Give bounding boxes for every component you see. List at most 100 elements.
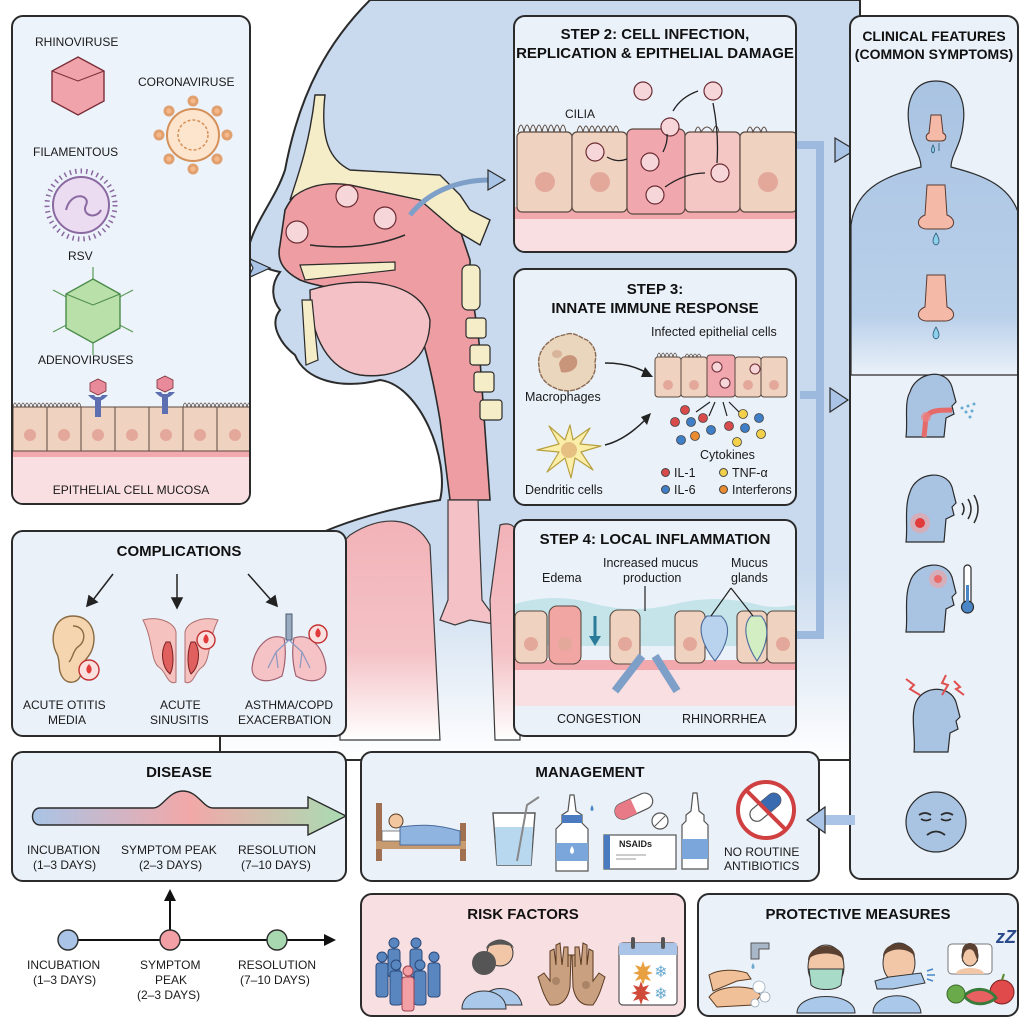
step3-title-line1: STEP 3:: [626, 281, 684, 298]
viruses-panel: RHINOVIRUSE CORONAVIRUSE FILAMENTOUS RSV…: [11, 15, 251, 505]
macrophages-label: Macrophages: [525, 390, 601, 404]
step3-panel: STEP 3: INNATE IMMUNE RESPONSE Infected …: [513, 268, 797, 506]
rsv-label: RSV: [68, 249, 93, 263]
cell-infection-illustration: [515, 81, 795, 251]
sinusitis-label-1: ACUTE: [160, 698, 201, 712]
sleep-nutrition-icon: [946, 943, 1015, 1006]
timeline-peak-line3: (2–3 DAYS): [137, 988, 201, 1002]
risk-factors-title: RISK FACTORS: [467, 906, 579, 923]
il1-dot-icon: [661, 468, 670, 477]
step4-title: STEP 4: LOCAL INFLAMMATION: [539, 531, 771, 548]
rhinorrhea-label: RHINORRHEA: [682, 712, 767, 726]
interferons-dot-icon: [719, 485, 728, 494]
sore-throat-cough-icon: [905, 373, 976, 438]
dendritic-cell-icon: [536, 424, 602, 479]
fluids-glass-icon: [492, 796, 540, 866]
timeline-peak-line2: PEAK: [155, 973, 188, 987]
no-antibiotics-label-2: ANTIBIOTICS: [724, 859, 800, 873]
trachea: [439, 499, 502, 626]
sinusitis-label-2: SINUSITIS: [150, 713, 209, 727]
legend-item-interferons: Interferons: [719, 483, 792, 497]
seasonal-calendar-icon: ❄ ❄: [618, 937, 678, 1006]
step2-title-line1: STEP 2: CELL INFECTION,: [560, 26, 750, 43]
handwashing-icon: [708, 942, 771, 1008]
dendritic-cells-label: Dendritic cells: [525, 483, 603, 497]
lungs-asthma-icon: [251, 613, 328, 682]
timeline-incubation-line1: INCUBATION: [27, 958, 101, 972]
il6-dot-icon: [661, 485, 670, 494]
timeline-point-resolution: [266, 929, 288, 951]
rhinovirus-label: RHINOVIRUSE: [35, 35, 119, 49]
step3-title-line2: INNATE IMMUNE RESPONSE: [551, 300, 759, 317]
nose-to-step2-arrowhead: [487, 168, 507, 192]
crowds-icon: [375, 937, 441, 1012]
timeline-illustration: [57, 889, 336, 951]
face-mask-icon: [796, 944, 856, 1014]
disease-panel: DISEASE INCUBATION (1–3 DAYS) SYMPTOM PE…: [11, 751, 347, 882]
timeline-point-peak: [159, 929, 181, 951]
complications-title: COMPLICATIONS: [116, 543, 242, 560]
legend-item-il1: IL-1: [661, 466, 696, 480]
adenovirus-icon: [52, 267, 134, 355]
sinusitis-icon: [142, 618, 219, 684]
mucus-production-label-2: production: [623, 571, 682, 585]
disease-title: DISEASE: [146, 764, 212, 781]
fever-icon: [905, 564, 975, 633]
cervical-vertebrae: [461, 264, 503, 421]
risk-factors-panel: RISK FACTORS ❄ ❄: [360, 893, 686, 1017]
connector-arrowhead-mid: [829, 386, 850, 414]
congestion-label: CONGESTION: [557, 712, 642, 726]
connector-arrowhead-top: [834, 136, 857, 164]
timeline-point-incubation: [57, 929, 79, 951]
cytokines-label: Cytokines: [700, 448, 755, 462]
body-silhouette-icon: [851, 80, 1017, 376]
mucus-glands-label-1: Mucus: [731, 556, 768, 570]
skull-bone: [289, 94, 491, 247]
hard-palate: [299, 261, 396, 281]
asthma-label-1: ASTHMA/COPD: [245, 698, 334, 712]
complications-panel: COMPLICATIONS ACUTE OTITIS MEDIA ACUTE S…: [11, 530, 347, 737]
management-panel: MANAGEMENT NSAIDs NO ROUTINE ANTIBIOTICS: [360, 751, 820, 882]
protective-measures-panel: PROTECTIVE MEASURES zZ: [697, 893, 1019, 1017]
disease-course-arrow: [31, 790, 345, 837]
filamentous-label: FILAMENTOUS: [33, 145, 119, 159]
legend-label: IL-6: [674, 483, 696, 497]
infected-cells-label: Infected epithelial cells: [651, 325, 777, 339]
svg-text:❄: ❄: [654, 984, 667, 1003]
close-contact-icon: [461, 939, 523, 1010]
legend-item-tnf: TNF-α: [719, 466, 768, 480]
lung-left: [339, 520, 441, 741]
no-antibiotics-label-1: NO ROUTINE: [724, 845, 800, 859]
legend-label: IL-1: [674, 466, 696, 480]
clinical-title-line2: (COMMON SYMPTOMS): [854, 46, 1014, 62]
phase-incubation-duration: (1–3 DAYS): [33, 858, 97, 872]
cytokine-legend: IL-1 TNF-α IL-6 Interferons: [661, 466, 795, 502]
phase-resolution-name: RESOLUTION: [238, 843, 317, 857]
phase-incubation-name: INCUBATION: [27, 843, 101, 857]
timeline-incubation-line2: (1–3 DAYS): [33, 973, 97, 987]
asthma-label-2: EXACERBATION: [238, 713, 332, 727]
mucus-glands-label-2: glands: [731, 571, 768, 585]
tongue: [309, 281, 431, 377]
nasal-drip-icon: [918, 184, 954, 230]
legend-label: TNF-α: [732, 466, 768, 480]
timeline-resolution-line2: (7–10 DAYS): [240, 973, 310, 987]
steps-to-clinical-connector: [795, 141, 824, 639]
runny-nose-icon: [925, 114, 947, 142]
clinical-features-panel: CLINICAL FEATURES (COMMON SYMPTOMS): [849, 15, 1019, 880]
airflow-arrow: [309, 234, 406, 248]
ear-otitis-icon: [52, 615, 100, 683]
legend-item-il6: IL-6: [661, 483, 696, 497]
no-antibiotics-icon: [736, 780, 796, 840]
phase-peak-duration: (2–3 DAYS): [139, 858, 203, 872]
mucus-production-label-1: Increased mucus: [603, 556, 699, 570]
phase-peak-name: SYMPTOM PEAK: [121, 843, 217, 857]
management-title: MANAGEMENT: [535, 764, 645, 781]
saline-drops-icon: [555, 794, 594, 872]
otitis-label-1: ACUTE OTITIS: [23, 698, 106, 712]
edema-label: Edema: [542, 571, 582, 585]
cilia-label: CILIA: [565, 107, 596, 121]
nose-to-step2-arrow: [408, 177, 491, 217]
macrophage-icon: [537, 332, 597, 392]
tnf-dot-icon: [719, 468, 728, 477]
